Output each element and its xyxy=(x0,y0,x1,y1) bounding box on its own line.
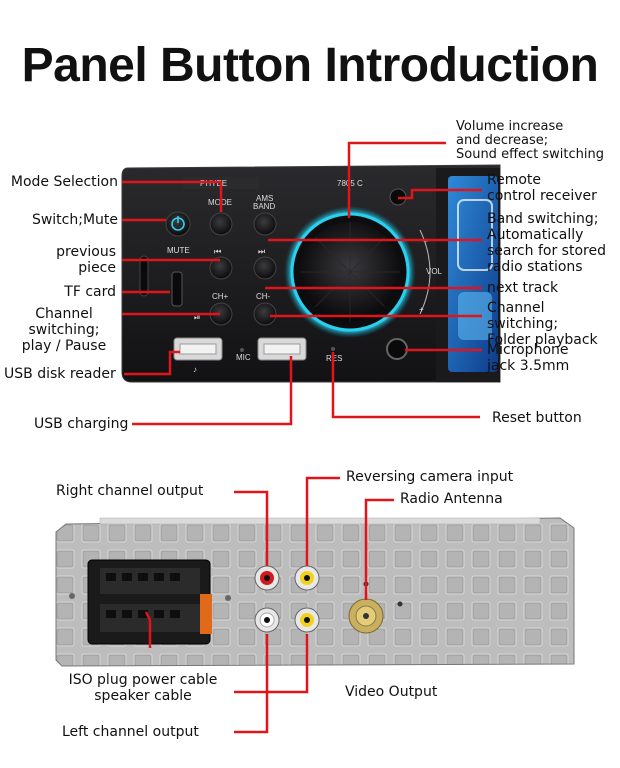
tf-card-slot[interactable] xyxy=(171,271,183,307)
svg-text:−: − xyxy=(423,237,428,246)
label-tf-card: TF card xyxy=(64,284,116,300)
svg-text:⏯: ⏯ xyxy=(194,313,200,322)
label-volume: Volume increase and decrease; Sound effe… xyxy=(456,119,605,162)
svg-text:♪: ♪ xyxy=(193,365,197,374)
label-video-output: Video Output xyxy=(345,684,438,700)
disc-slot xyxy=(139,255,149,297)
label-usb-reader: USB disk reader xyxy=(4,366,116,382)
svg-text:MIC: MIC xyxy=(236,353,251,362)
label-right-channel: Right channel output xyxy=(56,483,204,499)
label-left-channel: Left channel output xyxy=(62,724,199,740)
svg-text:⏭: ⏭ xyxy=(258,247,265,256)
svg-text:CH+: CH+ xyxy=(212,292,229,301)
svg-text:CH-: CH- xyxy=(256,292,271,301)
next-button[interactable] xyxy=(253,256,277,280)
page-title: Panel Button Introduction xyxy=(21,39,599,92)
mic-jack[interactable] xyxy=(386,338,408,360)
label-switch-mute: Switch;Mute xyxy=(31,212,118,228)
svg-text:VOL: VOL xyxy=(426,267,443,276)
label-remote: Remote control receiver xyxy=(487,172,597,204)
ch-minus-folder-button[interactable] xyxy=(253,302,277,326)
label-next-track: next track xyxy=(487,280,559,296)
mode-button[interactable] xyxy=(209,212,233,236)
brand-mark: PHYEE xyxy=(200,179,227,188)
reset-hole[interactable] xyxy=(331,347,335,351)
label-reversing-camera: Reversing camera input xyxy=(346,469,514,485)
label-previous-piece: previous piece xyxy=(56,244,116,276)
previous-button[interactable] xyxy=(209,256,233,280)
back-panel xyxy=(55,517,575,667)
label-usb-charging: USB charging xyxy=(34,416,129,432)
power-mute-button[interactable] xyxy=(165,211,191,237)
svg-text:⏮: ⏮ xyxy=(214,247,221,256)
pointer-lines xyxy=(122,141,482,734)
svg-text:BAND: BAND xyxy=(253,202,275,211)
label-mode-selection: Mode Selection xyxy=(10,174,118,190)
svg-text:AMS: AMS xyxy=(256,194,273,203)
label-radio-antenna: Radio Antenna xyxy=(400,491,503,507)
svg-text:MUTE: MUTE xyxy=(167,246,190,255)
ams-band-button[interactable] xyxy=(253,212,277,236)
label-channel-switching-left: Channel switching; play / Pause xyxy=(21,306,107,354)
svg-text:+: + xyxy=(419,305,424,314)
label-channel-switching-right: Channel switching; Folder playback xyxy=(487,300,598,348)
label-reset-button: Reset button xyxy=(492,410,582,426)
label-band-switching: Band switching; Automatically search for… xyxy=(487,211,606,275)
label-microphone: Microphone jack 3.5mm xyxy=(487,342,570,374)
label-iso-plug: ISO plug power cable speaker cable xyxy=(68,672,218,704)
